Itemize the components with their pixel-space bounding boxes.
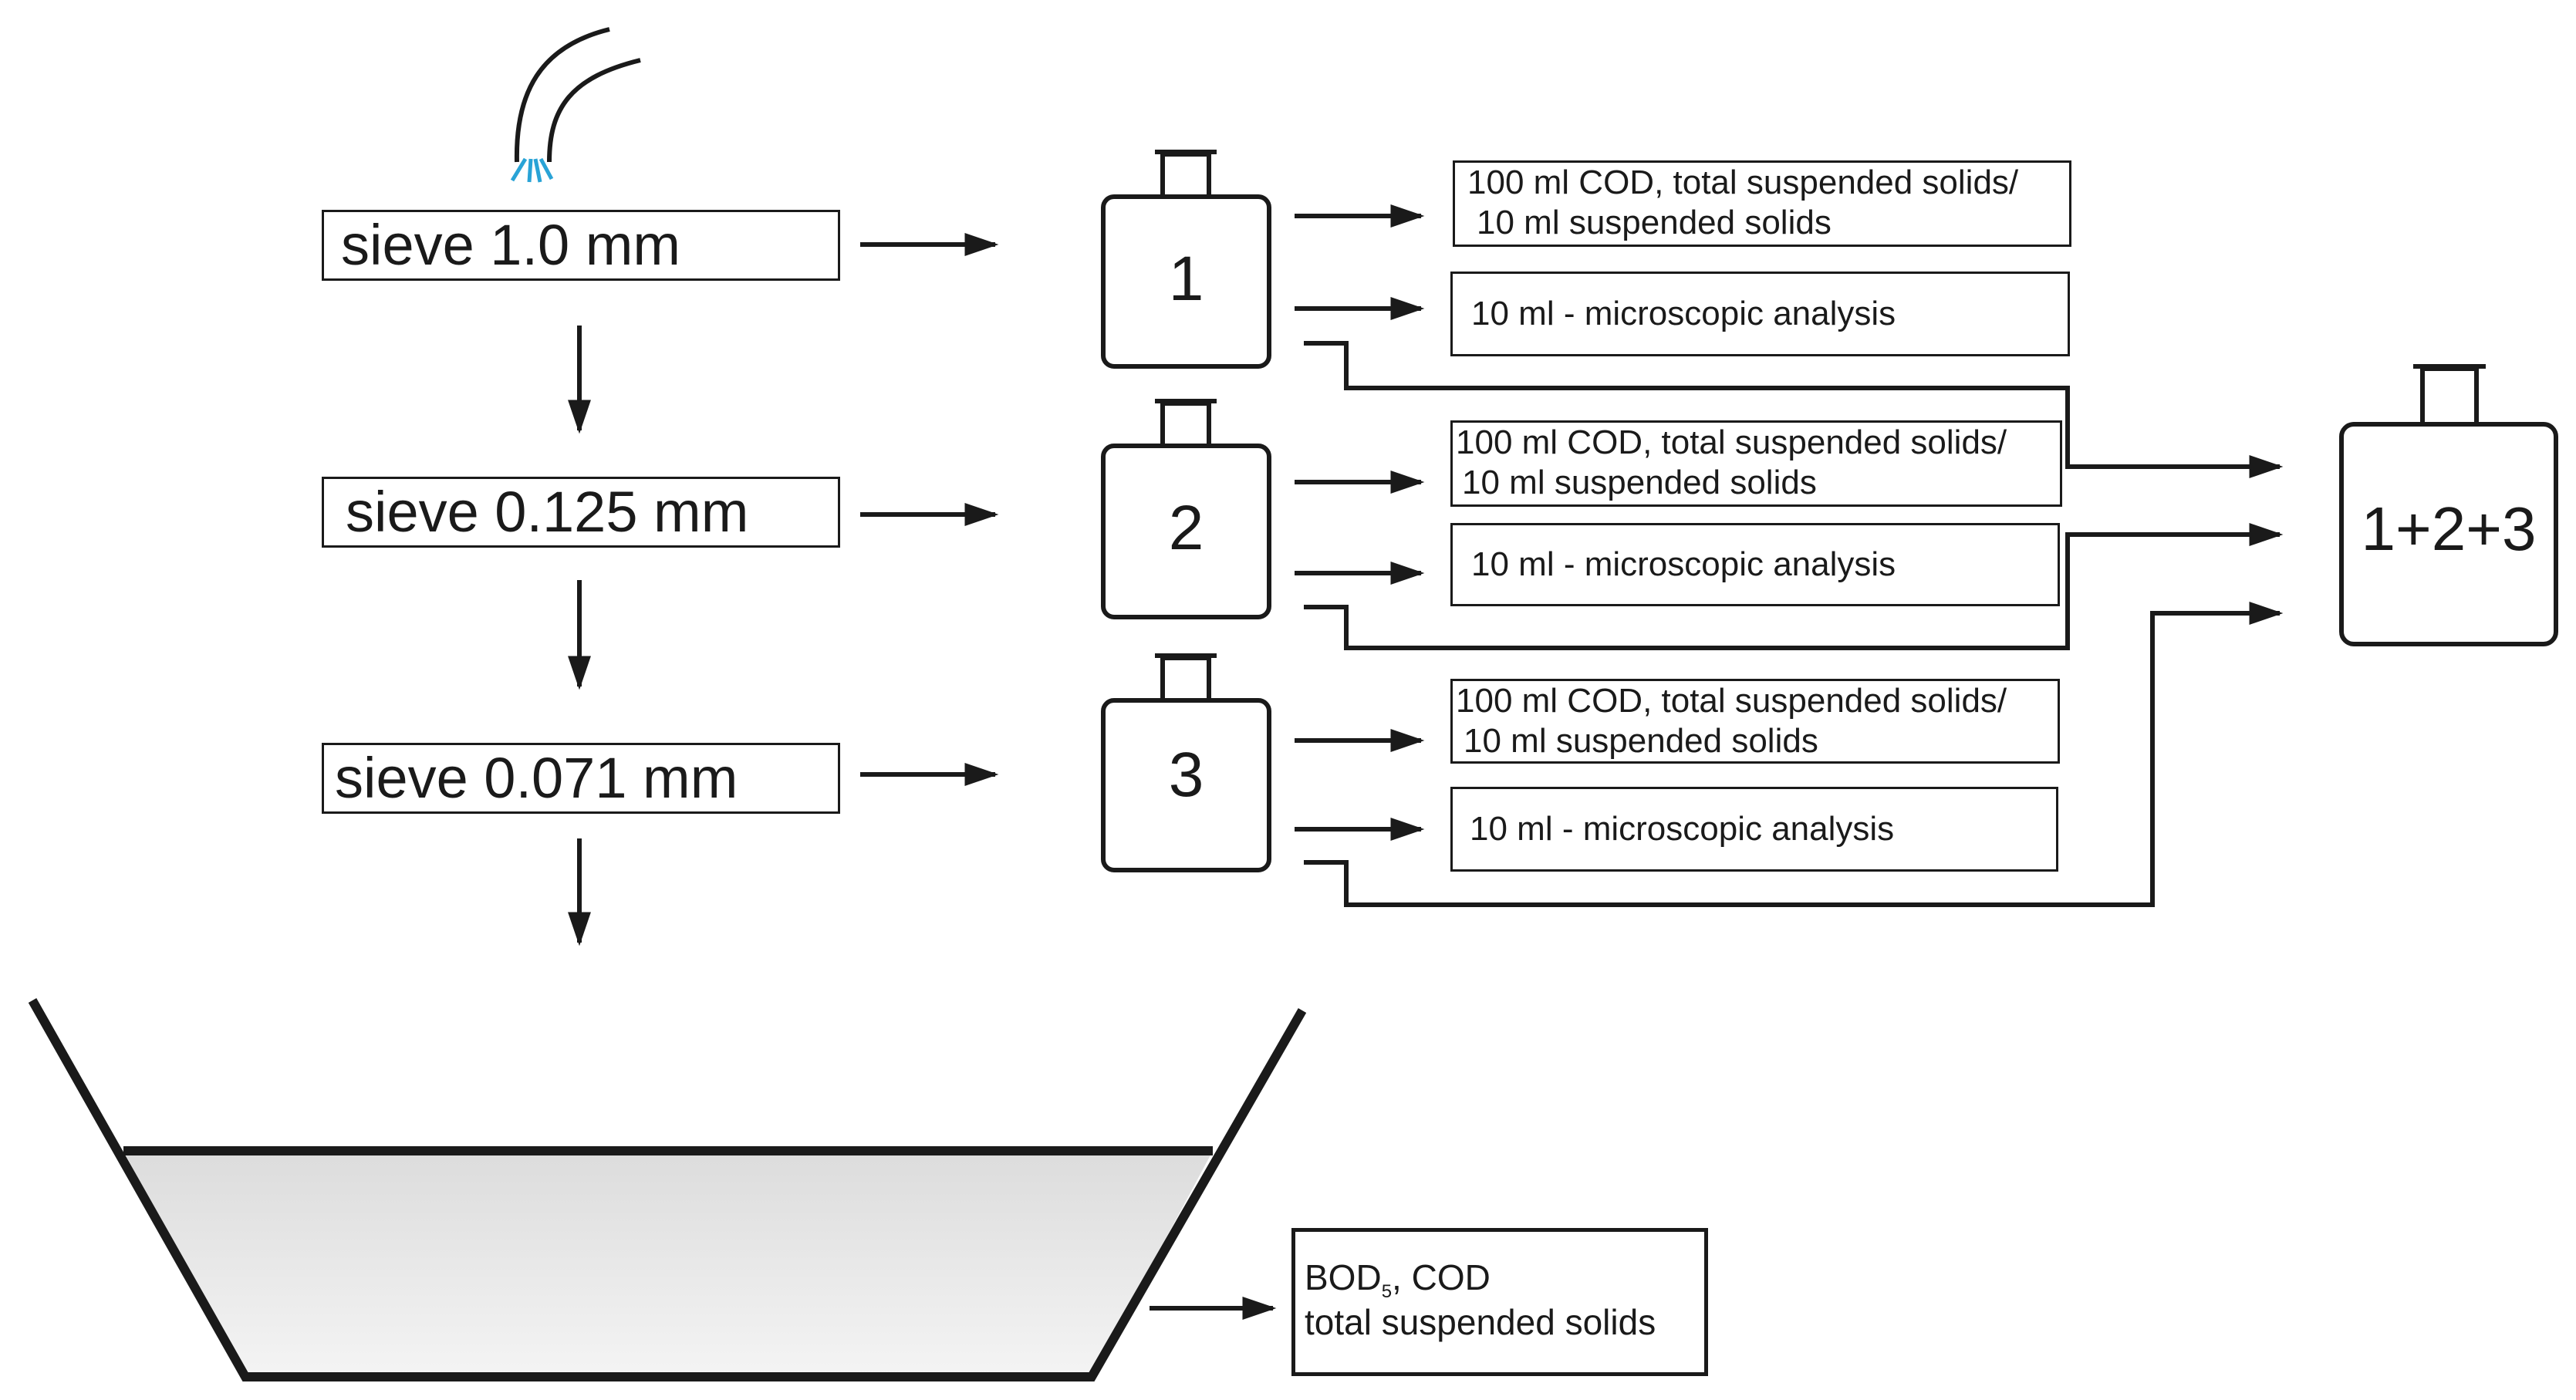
tank-result-line2: total suspended solids (1305, 1302, 1656, 1342)
micro-3-label: 10 ml - microscopic analysis (1470, 810, 1895, 848)
micro-box-1: 10 ml - microscopic analysis (1450, 272, 2070, 356)
analysis-3-line2: 10 ml suspended solids (1464, 722, 1818, 760)
analysis-1-line1: 100 ml COD, total suspended solids/ (1467, 164, 2019, 201)
analysis-1-line2: 10 ml suspended solids (1477, 204, 1832, 241)
connector-bottle2-mixed (1304, 523, 2284, 650)
bottle-2-icon (1101, 399, 1271, 619)
connector-bottle1-mixed (1304, 341, 2284, 478)
bottle-3-icon (1101, 653, 1271, 872)
bod-subscript: 5 (1381, 1281, 1393, 1303)
sieve-1-label: sieve 1.0 mm (341, 213, 681, 277)
analysis-2-line2: 10 ml suspended solids (1462, 464, 1817, 501)
sieve-2-label: sieve 0.125 mm (346, 480, 749, 544)
bottle-1-icon (1101, 150, 1271, 369)
settling-tank-icon (28, 998, 1307, 1381)
analysis-box-3: 100 ml COD, total suspended solids/ 10 m… (1450, 679, 2060, 764)
sieve-3-box: sieve 0.071 mm (322, 743, 840, 814)
micro-box-2: 10 ml - microscopic analysis (1450, 523, 2060, 606)
sieve-3-label: sieve 0.071 mm (335, 746, 738, 810)
tank-result-line1: BOD5, COD (1305, 1255, 1704, 1303)
connector-bottle3-mixed (1304, 602, 2284, 907)
analysis-2-line1: 100 ml COD, total suspended solids/ (1456, 423, 2007, 461)
bottle-2-label: 2 (1168, 493, 1204, 563)
water-jet-icon (510, 157, 554, 183)
bottle-mixed-label: 1+2+3 (2361, 494, 2537, 563)
sieve-2-box: sieve 0.125 mm (322, 477, 840, 548)
analysis-box-1: 100 ml COD, total suspended solids/ 10 m… (1453, 160, 2071, 247)
water-hose-icon (510, 27, 641, 183)
bottle-mixed-icon (2339, 364, 2558, 646)
tank-result-box: BOD5, COD total suspended solids (1291, 1228, 1708, 1376)
micro-1-label: 10 ml - microscopic analysis (1471, 295, 1896, 332)
sieve-1-box: sieve 1.0 mm (322, 210, 840, 281)
cod-label: , COD (1392, 1257, 1491, 1297)
analysis-3-line1: 100 ml COD, total suspended solids/ (1456, 682, 2007, 720)
bod-label: BOD (1305, 1257, 1382, 1297)
bottle-3-label: 3 (1168, 740, 1204, 810)
bottle-1-label: 1 (1168, 244, 1204, 314)
analysis-box-2: 100 ml COD, total suspended solids/ 10 m… (1450, 420, 2062, 507)
micro-2-label: 10 ml - microscopic analysis (1471, 545, 1896, 583)
micro-box-3: 10 ml - microscopic analysis (1450, 787, 2058, 872)
